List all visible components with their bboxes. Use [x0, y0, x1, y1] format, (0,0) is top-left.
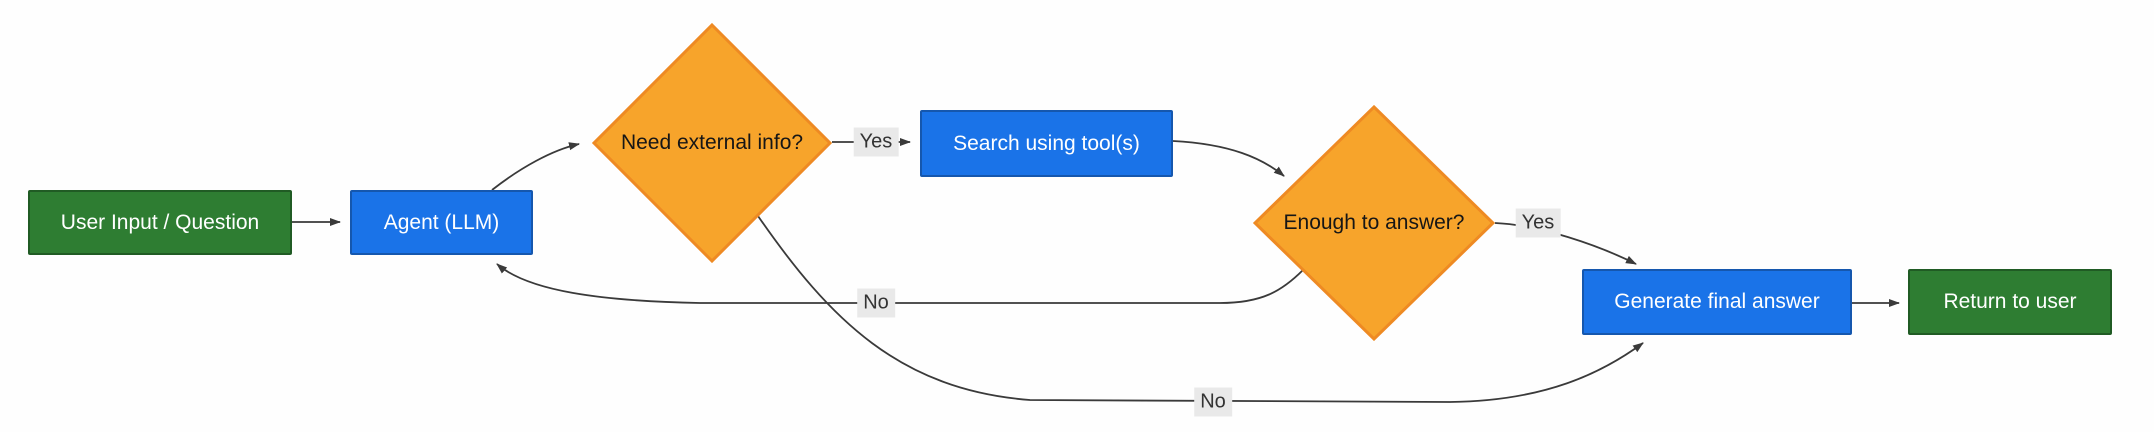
node-enough-answer-label: Enough to answer?: [1283, 211, 1465, 234]
node-generate-answer: Generate final answer: [1582, 269, 1852, 335]
edge-label-no-enough: No: [857, 288, 895, 318]
node-search-tools-label: Search using tool(s): [953, 131, 1140, 155]
edge-label-yes-enough: Yes: [1515, 208, 1561, 238]
diamond-shape-enough-answer: [1252, 104, 1496, 342]
node-search-tools: Search using tool(s): [920, 110, 1173, 177]
edge-agent-needinfo: [491, 142, 580, 191]
node-user-input-label: User Input / Question: [60, 210, 260, 234]
node-return-user: Return to user: [1908, 269, 2112, 335]
edge-label-no-need-info: No: [1194, 387, 1232, 417]
edge-needinfo-generate-no: [757, 215, 1644, 403]
edge-enough-agent-no: [496, 263, 1304, 304]
node-user-input: User Input / Question: [28, 190, 292, 255]
node-agent-llm-label: Agent (LLM): [383, 210, 500, 234]
node-generate-answer-label: Generate final answer: [1614, 290, 1820, 314]
edge-search-enough: [1172, 140, 1285, 177]
edge-label-yes-need-info: Yes: [853, 127, 899, 157]
edge-enough-generate-yes: [1494, 222, 1637, 265]
node-need-info: Need external info?: [591, 22, 833, 264]
diamond-shape-need-info: [591, 22, 833, 264]
node-enough-answer: Enough to answer?: [1252, 104, 1496, 342]
node-agent-llm: Agent (LLM): [350, 190, 533, 255]
node-return-user-label: Return to user: [1943, 290, 2077, 314]
node-need-info-label: Need external info?: [620, 131, 804, 154]
